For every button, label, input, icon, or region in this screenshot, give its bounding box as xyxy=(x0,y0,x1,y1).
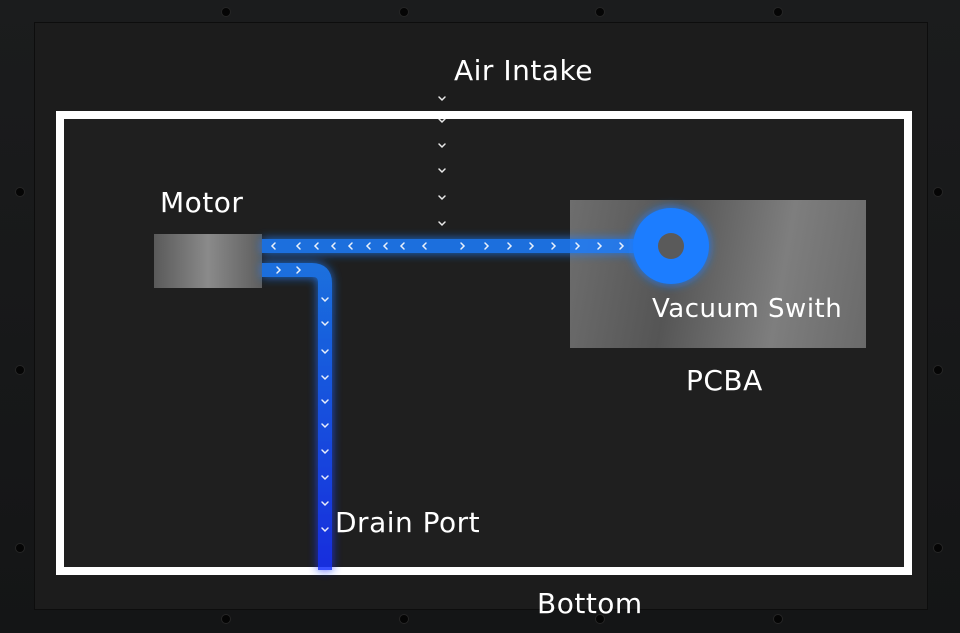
chevron-icon xyxy=(399,242,405,250)
screw-icon xyxy=(774,615,782,623)
chevron-icon xyxy=(460,242,466,250)
vacuum-switch-label: Vacuum Swith xyxy=(652,294,843,324)
chevron-icon xyxy=(507,242,513,250)
chevron-icon xyxy=(438,221,446,227)
drain-pipe xyxy=(262,263,332,570)
chevron-icon xyxy=(313,242,319,250)
screw-icon xyxy=(400,8,408,16)
screw-icon xyxy=(774,8,782,16)
screw-icon xyxy=(16,544,24,552)
air-intake-label: Air Intake xyxy=(454,54,593,87)
vacuum-switch-port xyxy=(658,233,684,259)
chevron-icon xyxy=(276,266,282,274)
chevron-icon xyxy=(575,242,581,250)
chevron-icon xyxy=(438,96,446,102)
chevron-icon xyxy=(365,242,371,250)
screw-icon xyxy=(400,615,408,623)
screw-icon xyxy=(596,8,604,16)
chevron-icon xyxy=(382,242,388,250)
chevron-icon xyxy=(295,242,301,250)
screw-icon xyxy=(934,188,942,196)
chevron-icon xyxy=(270,242,276,250)
chevron-icon xyxy=(597,242,603,250)
chevron-icon xyxy=(321,349,329,355)
motor-label: Motor xyxy=(160,186,244,219)
chevron-icon xyxy=(347,242,353,250)
chevron-icon xyxy=(321,375,329,381)
bottom-label: Bottom xyxy=(537,587,643,620)
pcba-label: PCBA xyxy=(686,364,763,397)
drain-port-label: Drain Port xyxy=(335,506,481,539)
chevron-icon xyxy=(321,475,329,481)
chevron-icon xyxy=(321,501,329,507)
chevron-icon xyxy=(321,399,329,405)
chevron-icon xyxy=(551,242,557,250)
pcba-board xyxy=(570,200,866,348)
screw-icon xyxy=(934,366,942,374)
chevron-icon xyxy=(438,195,446,201)
chevron-icon xyxy=(438,168,446,174)
screw-icon xyxy=(934,544,942,552)
screw-icon xyxy=(222,8,230,16)
chevron-icon xyxy=(619,242,625,250)
chevron-icon xyxy=(484,242,490,250)
screw-icon xyxy=(596,615,604,623)
chevron-icon xyxy=(321,297,329,303)
chevron-icon xyxy=(321,527,329,533)
chevron-icon xyxy=(438,143,446,149)
chevron-icon xyxy=(438,118,446,124)
chevron-icon xyxy=(529,242,535,250)
chevron-icon xyxy=(421,242,427,250)
screw-icon xyxy=(16,188,24,196)
chevron-icon xyxy=(321,423,329,429)
screw-icon xyxy=(222,615,230,623)
chevron-icon xyxy=(330,242,336,250)
screw-icon xyxy=(16,366,24,374)
chevron-icon xyxy=(296,266,302,274)
chevron-icon xyxy=(321,449,329,455)
chevron-icon xyxy=(321,321,329,327)
motor-block xyxy=(154,234,262,288)
